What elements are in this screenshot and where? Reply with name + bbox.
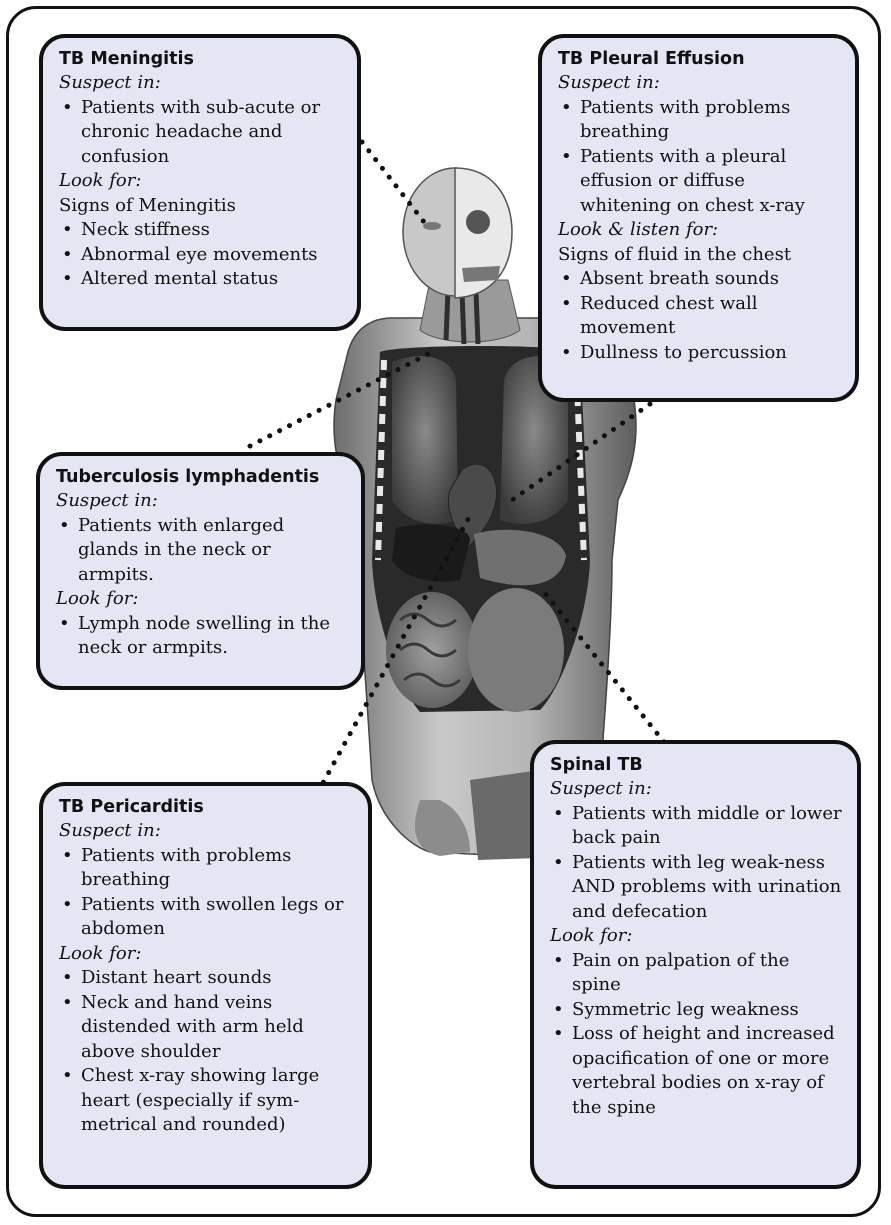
list-item: Patients with leg weak-ness AND problems… bbox=[550, 851, 843, 925]
suspect-list: Patients with problems breathing Patient… bbox=[558, 96, 841, 219]
list-item: Distant heart sounds bbox=[59, 966, 354, 991]
card-tb-meningitis: TB Meningitis Suspect in: Patients with … bbox=[39, 34, 361, 331]
list-item: Neck and hand veins distended with arm h… bbox=[59, 991, 354, 1065]
look-label: Look for: bbox=[56, 587, 347, 612]
suspect-label: Suspect in: bbox=[59, 71, 343, 96]
suspect-list: Patients with middle or lower back pain … bbox=[550, 802, 843, 925]
card-spinal-tb: Spinal TB Suspect in: Patients with midd… bbox=[530, 740, 861, 1189]
look-intro: Signs of fluid in the chest bbox=[558, 243, 841, 268]
suspect-list: Patients with problems breathing Patient… bbox=[59, 844, 354, 942]
look-list: Pain on palpation of the spine Symmetric… bbox=[550, 949, 843, 1121]
look-list: Neck stiffness Abnormal eye movements Al… bbox=[59, 218, 343, 292]
look-label: Look & listen for: bbox=[558, 218, 841, 243]
suspect-label: Suspect in: bbox=[558, 71, 841, 96]
card-tb-lymphadenitis: Tuberculosis lymphadentis Suspect in: Pa… bbox=[36, 452, 365, 690]
skull-teeth bbox=[462, 266, 500, 282]
list-item: Patients with problems breathing bbox=[558, 96, 841, 145]
look-label: Look for: bbox=[59, 169, 343, 194]
list-item: Abnormal eye movements bbox=[59, 243, 343, 268]
list-item: Lymph node swelling in the neck or armpi… bbox=[56, 612, 347, 661]
list-item: Symmetric leg weakness bbox=[550, 998, 843, 1023]
card-title: Tuberculosis lymphadentis bbox=[56, 466, 347, 489]
suspect-list: Patients with sub-acute or chronic heada… bbox=[59, 96, 343, 170]
list-item: Patients with problems breathing bbox=[59, 844, 354, 893]
suspect-label: Suspect in: bbox=[56, 489, 347, 514]
list-item: Patients with sub-acute or chronic heada… bbox=[59, 96, 343, 170]
suspect-label: Suspect in: bbox=[59, 819, 354, 844]
list-item: Patients with swollen legs or abdomen bbox=[59, 893, 354, 942]
look-list: Absent breath sounds Reduced chest wall … bbox=[558, 267, 841, 365]
list-item: Chest x-ray showing large heart (especia… bbox=[59, 1064, 354, 1138]
list-item: Absent breath sounds bbox=[558, 267, 841, 292]
look-intro: Signs of Meningitis bbox=[59, 194, 343, 219]
list-item: Dullness to percussion bbox=[558, 341, 841, 366]
look-list: Lymph node swelling in the neck or armpi… bbox=[56, 612, 347, 661]
look-label: Look for: bbox=[59, 942, 354, 967]
card-tb-pericarditis: TB Pericarditis Suspect in: Patients wit… bbox=[39, 782, 372, 1189]
list-item: Patients with enlarged glands in the nec… bbox=[56, 514, 347, 588]
look-list: Distant heart sounds Neck and hand veins… bbox=[59, 966, 354, 1138]
suspect-label: Suspect in: bbox=[550, 777, 843, 802]
face-eye bbox=[423, 222, 441, 230]
card-tb-pleural-effusion: TB Pleural Effusion Suspect in: Patients… bbox=[538, 34, 859, 402]
list-item: Reduced chest wall movement bbox=[558, 292, 841, 341]
look-label: Look for: bbox=[550, 924, 843, 949]
card-title: TB Meningitis bbox=[59, 48, 343, 71]
intestines-left bbox=[386, 592, 478, 708]
intestines-right bbox=[468, 588, 564, 712]
card-title: Spinal TB bbox=[550, 754, 843, 777]
list-item: Pain on palpation of the spine bbox=[550, 949, 843, 998]
list-item: Neck stiffness bbox=[59, 218, 343, 243]
list-item: Patients with middle or lower back pain bbox=[550, 802, 843, 851]
card-title: TB Pleural Effusion bbox=[558, 48, 841, 71]
suspect-list: Patients with enlarged glands in the nec… bbox=[56, 514, 347, 588]
card-title: TB Pericarditis bbox=[59, 796, 354, 819]
list-item: Patients with a pleural effusion or diff… bbox=[558, 145, 841, 219]
list-item: Altered mental status bbox=[59, 267, 343, 292]
skull-eye-socket bbox=[466, 210, 490, 234]
list-item: Loss of height and increased opacificati… bbox=[550, 1022, 843, 1120]
